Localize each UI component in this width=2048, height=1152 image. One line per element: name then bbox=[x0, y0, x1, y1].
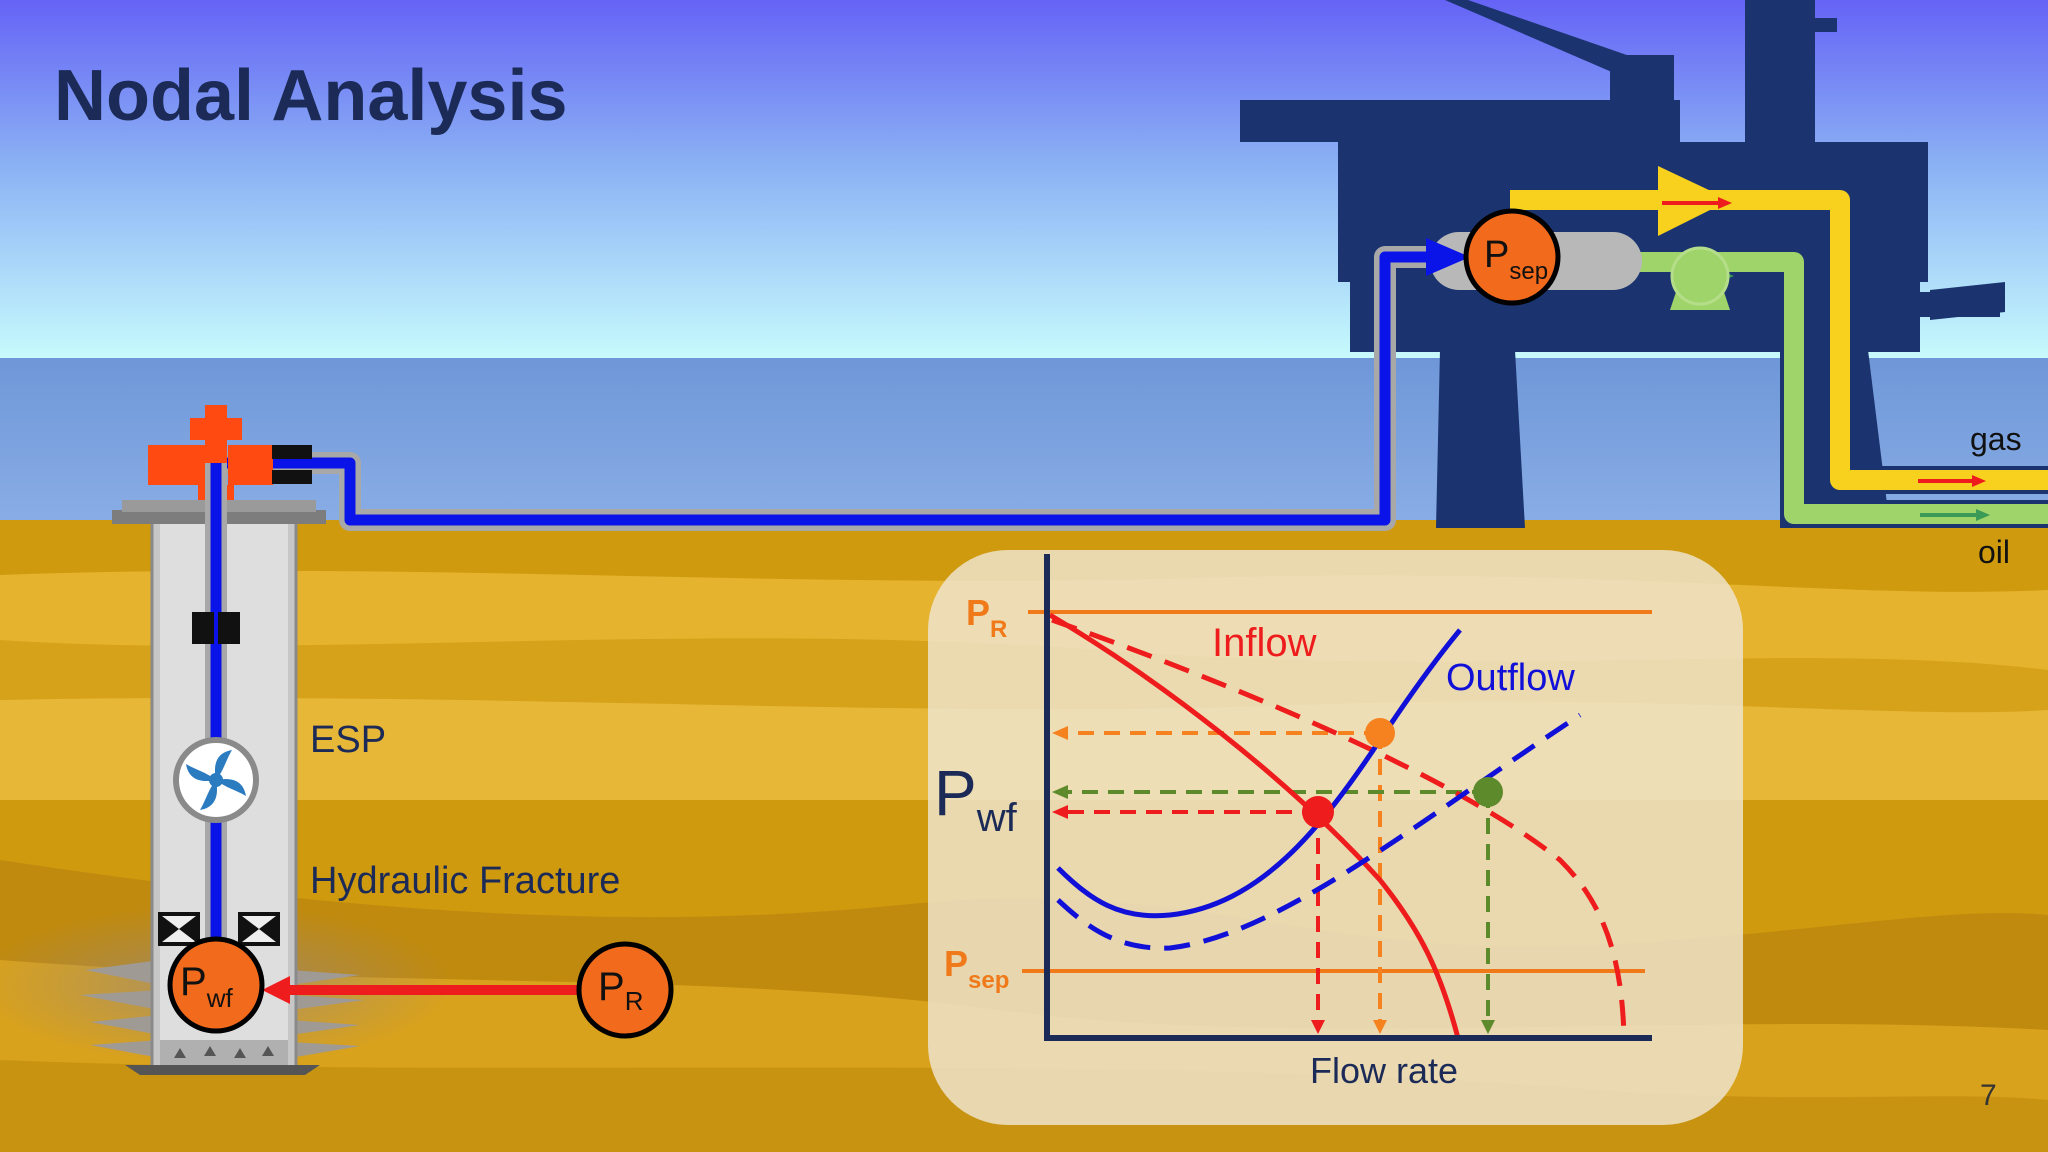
svg-text:Psep: Psep bbox=[1484, 234, 1548, 285]
esp-label: ESP bbox=[310, 719, 386, 761]
inflow-curve bbox=[1048, 612, 1461, 1039]
pwf-node: Pwf bbox=[167, 936, 265, 1034]
oil-label: oil bbox=[1978, 534, 2010, 570]
wellhead-icon bbox=[148, 405, 273, 500]
operating-point-orange bbox=[1365, 718, 1395, 748]
inflow-curve-improved bbox=[1051, 617, 1627, 1039]
operating-point-green bbox=[1473, 777, 1503, 807]
gas-line bbox=[1510, 166, 2048, 494]
svg-text:Pwf: Pwf bbox=[180, 960, 233, 1013]
outflow-label: Outflow bbox=[1446, 657, 1575, 699]
inflow-label: Inflow bbox=[1212, 621, 1317, 665]
y-axis-label: Pwf bbox=[934, 757, 1018, 840]
hydraulic-fracture-label: Hydraulic Fracture bbox=[310, 860, 620, 902]
packer-right-icon bbox=[238, 912, 280, 946]
graph-panel bbox=[928, 550, 1743, 1125]
outflow-curve bbox=[1056, 628, 1462, 919]
nodal-graph: PR Psep Inflow Outflow bbox=[928, 550, 1743, 1125]
pr-node: PR bbox=[576, 941, 674, 1039]
pump-icon bbox=[1670, 246, 1730, 310]
svg-text:PR: PR bbox=[598, 965, 643, 1016]
outflow-curve-esp bbox=[1056, 712, 1582, 951]
page-title: Nodal Analysis bbox=[54, 56, 568, 136]
operating-point-red bbox=[1302, 796, 1334, 828]
pr-level-label: PR bbox=[966, 592, 1007, 643]
psep-level-label: Psep bbox=[944, 943, 1009, 994]
psep-node: Psep bbox=[1463, 208, 1561, 306]
gas-label: gas bbox=[1970, 421, 2022, 457]
flowline bbox=[216, 238, 1470, 531]
esp-pump-icon bbox=[173, 737, 259, 823]
packer-left-icon bbox=[158, 912, 200, 946]
inflow-arrow bbox=[262, 976, 580, 1004]
x-axis-label: Flow rate bbox=[1310, 1050, 1458, 1091]
page-number: 7 bbox=[1980, 1079, 1997, 1112]
